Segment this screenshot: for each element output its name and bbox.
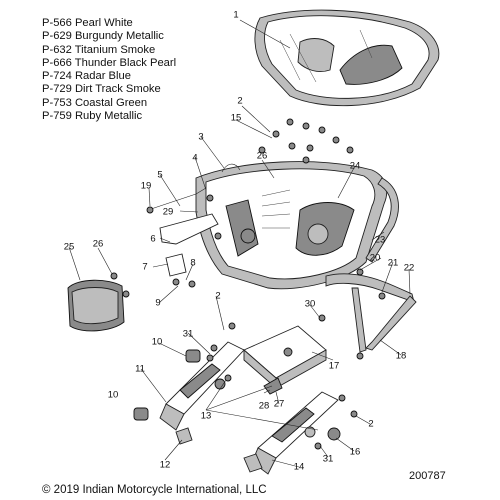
callout-24: 24 [350, 161, 361, 172]
callout-21: 21 [388, 258, 399, 269]
trim-rail [365, 177, 399, 263]
callout-11: 11 [135, 364, 145, 375]
callout-4: 4 [192, 153, 197, 164]
leader-lines [68, 19, 411, 468]
callout-31: 31 [183, 329, 194, 340]
rubber-bushing [133, 407, 149, 421]
callout-18: 18 [396, 351, 407, 362]
paint-code: P-724 Radar Blue [42, 70, 131, 83]
release-cable [221, 163, 241, 173]
callout-15: 15 [231, 113, 242, 124]
callout-6: 6 [150, 234, 155, 245]
support-strap [147, 187, 207, 211]
clamp-block [175, 427, 193, 445]
latch-plate [165, 253, 187, 277]
copyright-notice: © 2019 Indian Motorcycle International, … [42, 484, 267, 496]
callout-2: 2 [237, 96, 242, 107]
center-mount-plate [243, 325, 327, 389]
callout-22: 22 [404, 263, 415, 274]
rubber-bushing [185, 349, 201, 363]
callout-29: 29 [163, 207, 174, 218]
callout-25: 25 [64, 242, 75, 253]
paint-code: P-729 Dirt Track Smoke [42, 83, 161, 96]
callout-26: 26 [257, 151, 268, 162]
callout-9: 9 [155, 298, 160, 309]
paint-code-list: P-566 Pearl White P-629 Burgundy Metalli… [42, 17, 176, 123]
trunk-lid [254, 9, 440, 107]
grommet [304, 426, 316, 438]
callout-5: 5 [157, 170, 162, 181]
callout-16: 16 [350, 447, 361, 458]
callout-10: 10 [108, 390, 119, 401]
callout-1: 1 [233, 10, 238, 21]
callout-31: 31 [323, 454, 334, 465]
fastener-group [110, 118, 386, 450]
callout-2: 2 [368, 419, 373, 430]
callout-labels: 1 2 2 2 3 4 5 6 7 8 9 10 10 11 12 13 14 … [64, 10, 415, 473]
callout-10: 10 [152, 337, 163, 348]
paint-code: P-566 Pearl White [42, 17, 133, 29]
callout-8: 8 [190, 258, 195, 269]
callout-12: 12 [160, 460, 171, 471]
side-rail [325, 273, 417, 353]
paint-code: P-666 Thunder Black Pearl [42, 56, 177, 69]
left-mount-arm [159, 341, 245, 431]
callout-17: 17 [329, 361, 340, 372]
callout-7: 7 [142, 262, 147, 273]
callout-3: 3 [198, 132, 203, 143]
paint-code: P-753 Coastal Green [42, 96, 148, 109]
backrest-pad [67, 279, 125, 332]
right-mount-arm [251, 391, 339, 475]
callout-28: 28 [259, 401, 270, 412]
paint-code: P-759 Ruby Metallic [42, 110, 143, 123]
callout-26: 26 [93, 239, 104, 250]
callout-23: 23 [375, 235, 386, 246]
callout-13: 13 [201, 411, 212, 422]
callout-14: 14 [294, 462, 305, 473]
mounting-bracket [159, 213, 219, 245]
mount-knob [327, 427, 341, 441]
document-number: 200787 [409, 470, 446, 482]
callout-19: 19 [141, 181, 152, 192]
paint-code: P-629 Burgundy Metallic [42, 30, 164, 43]
callout-27: 27 [274, 399, 285, 410]
trunk-base [195, 161, 388, 290]
paint-code: P-632 Titanium Smoke [42, 43, 156, 56]
clamp-block [243, 453, 263, 473]
callout-30: 30 [305, 299, 316, 310]
callout-20: 20 [370, 253, 381, 264]
callout-2: 2 [215, 291, 220, 302]
